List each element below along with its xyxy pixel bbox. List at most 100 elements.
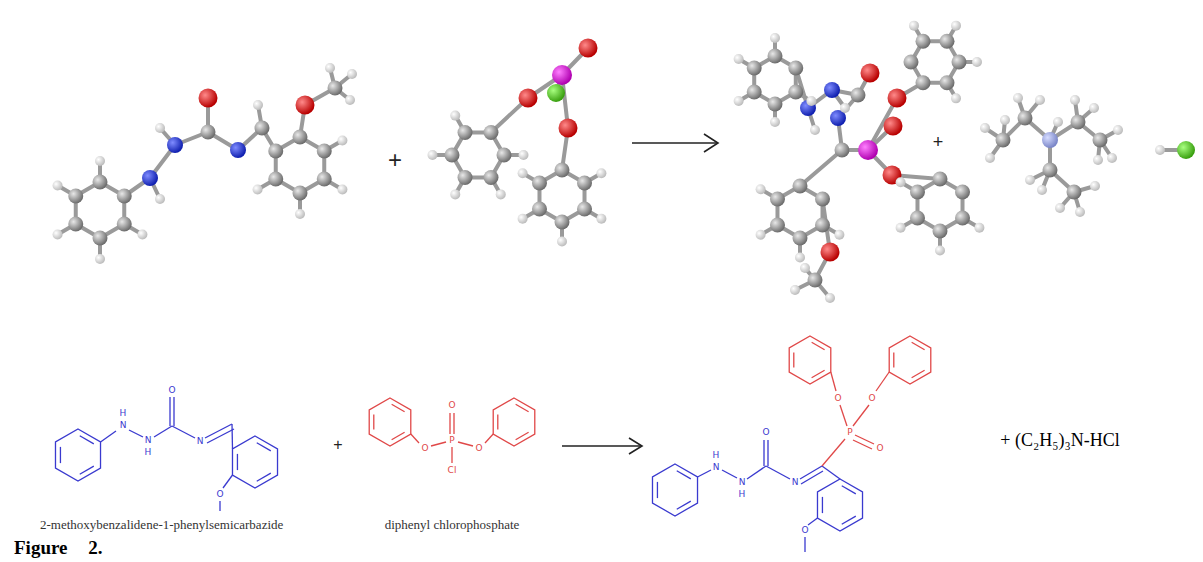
bond-stick [800,150,842,186]
atom-ball [68,189,83,204]
bond-line [172,426,195,438]
atom-ball [519,150,529,160]
atom-ball [328,81,343,96]
atom-ball [201,125,216,140]
atom-ball [940,34,955,49]
atom-ball [1093,133,1108,148]
atom-ball [1177,141,1195,159]
atom-ball [557,237,567,247]
atom-label: O [447,401,456,410]
atom-ball [1093,155,1103,165]
atom-ball [1071,115,1086,130]
atom-ball [916,34,931,49]
atom-ball [810,125,820,135]
bond-line [766,466,790,479]
bond-line [231,424,233,449]
atom-ball [896,223,906,233]
atom-ball [904,55,919,70]
atom-ball [788,61,803,76]
bond-line [392,404,405,411]
atom-ball [756,184,766,194]
atom-ball [53,230,63,240]
bond-line [801,471,823,484]
bond-line [80,436,94,444]
benzene-ring [889,336,931,384]
bond-line [458,442,473,446]
plus-sign: + [388,148,402,172]
atom-ball [497,148,512,163]
atom-ball [577,176,592,191]
atom-ball [577,202,592,217]
atom-ball [951,93,961,103]
atom-label: O [474,444,483,453]
atom-ball [825,293,835,303]
bond-line [840,405,847,426]
atom-ball [793,231,808,246]
atom-label: O [833,394,842,403]
atom-ball [1043,163,1058,178]
atom-ball [834,230,844,240]
bond-line [173,397,174,426]
bond-line [169,397,170,426]
atom-ball [972,57,982,67]
atom-ball [935,246,945,256]
atom-ball [800,263,810,273]
bond-line [451,447,452,463]
benzene-ring [55,429,100,481]
plus-sign: + [333,437,342,453]
bond-line [101,431,117,442]
atom-ball [768,49,783,64]
atom-ball [293,130,308,145]
bond-line [485,434,493,443]
atom-ball [532,176,547,191]
atom-ball [296,96,315,115]
atom-ball [345,95,355,105]
atom-ball [985,153,995,163]
atom-ball [458,170,473,185]
atom-label: N [196,437,205,446]
bond-line [129,430,143,437]
bond-line [431,442,446,446]
atom-ball [770,218,785,233]
atom-ball [295,209,305,219]
atom-ball [955,211,970,226]
bond-line [842,516,856,524]
atom-ball [458,125,473,140]
atom-ball [884,117,903,136]
atom-ball [167,137,183,153]
atom-ball [996,133,1011,148]
atom-ball [1042,132,1058,148]
atom-label: Cl [447,466,458,475]
compound-name: diphenyl chlorophosphate [385,518,520,531]
atom-ball [253,100,263,110]
bond-line [812,342,825,349]
atom-ball [1075,207,1085,217]
atom-ball [1025,175,1035,185]
atom-label: O [215,490,224,499]
atom-ball [428,150,438,160]
atom-ball [137,230,147,240]
atom-ball [821,243,840,262]
byproduct-formula: + (C₂H₅)₃N-HCl [1000,431,1119,449]
atom-ball [555,215,570,230]
atom-ball [734,54,744,64]
atom-label: H [119,409,128,418]
bond-line [453,413,454,434]
atom-label: N [738,478,747,487]
plus-sign: + [933,133,944,151]
atom-ball [117,217,132,232]
atom-ball [337,136,347,146]
atom-ball [1107,153,1117,163]
atom-ball [888,89,907,108]
atom-ball [974,223,984,233]
atom-ball [579,39,598,58]
bond-line [804,537,805,552]
atom-label: O [420,444,429,453]
atom-ball [815,192,830,207]
bond-line [853,440,872,449]
bond-line [516,404,529,411]
atom-ball [1089,103,1099,113]
atom-label: H [738,490,747,499]
benzene-ring [232,436,277,488]
